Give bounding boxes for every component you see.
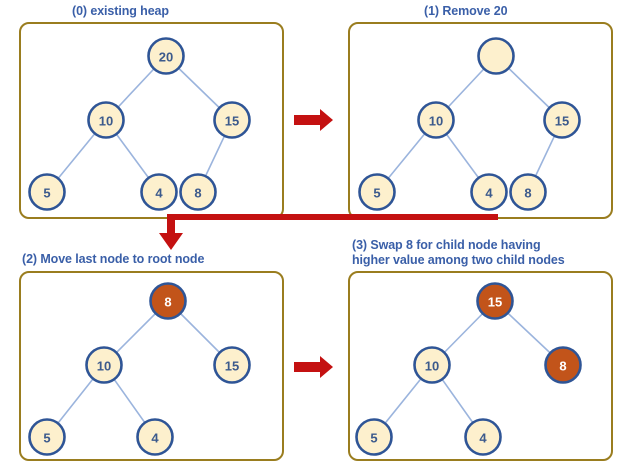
panel-0-node-20: 20 bbox=[147, 37, 185, 75]
panel-1-node-10: 10 bbox=[417, 101, 455, 139]
node-label: 5 bbox=[43, 186, 50, 201]
node-label: 10 bbox=[425, 359, 439, 374]
panel-3-node-4: 4 bbox=[464, 418, 502, 456]
node-label: 8 bbox=[194, 186, 201, 201]
node-label: 8 bbox=[164, 295, 171, 310]
panel-3-node-8: 8 bbox=[544, 346, 582, 384]
panel-2-node-8: 8 bbox=[149, 282, 187, 320]
arrow-step1-to-step2-elbow-icon bbox=[159, 214, 498, 250]
node-label: 4 bbox=[151, 431, 159, 446]
panel-0-node-4: 4 bbox=[140, 173, 178, 211]
panel-3-node-10: 10 bbox=[413, 346, 451, 384]
panel-1-node-4: 4 bbox=[470, 173, 508, 211]
panel-3-title: (3) Swap 8 for child node having higher … bbox=[352, 238, 565, 267]
arrow-step0-to-step1-icon bbox=[294, 109, 333, 131]
node-label: 4 bbox=[479, 431, 487, 446]
panel-2-node-5: 5 bbox=[28, 418, 66, 456]
panel-1-title: (1) Remove 20 bbox=[424, 4, 508, 18]
panel-1-node-15: 15 bbox=[543, 101, 581, 139]
node-label: 20 bbox=[159, 50, 173, 65]
node-label: 10 bbox=[97, 359, 111, 374]
panel-0-node-5: 5 bbox=[28, 173, 66, 211]
panel-2-node-4: 4 bbox=[136, 418, 174, 456]
arrow-step2-to-step3-icon bbox=[294, 356, 333, 378]
node-label: 15 bbox=[555, 114, 569, 129]
node-label: 8 bbox=[524, 186, 531, 201]
node-label: 5 bbox=[373, 186, 380, 201]
panel-1-node-5: 5 bbox=[358, 173, 396, 211]
panel-3-node-5: 5 bbox=[355, 418, 393, 456]
panel-2-node-10: 10 bbox=[85, 346, 123, 384]
node-label: 10 bbox=[429, 114, 443, 129]
panel-2-node-15: 15 bbox=[213, 346, 251, 384]
node-label: 4 bbox=[155, 186, 163, 201]
panel-0-node-8: 8 bbox=[179, 173, 217, 211]
node-label: 15 bbox=[225, 359, 239, 374]
panel-1-node-empty-root bbox=[477, 37, 515, 75]
panel-0-node-15: 15 bbox=[213, 101, 251, 139]
node-label: 10 bbox=[99, 114, 113, 129]
panel-1-node-8: 8 bbox=[509, 173, 547, 211]
node-label: 4 bbox=[485, 186, 493, 201]
node-label: 15 bbox=[225, 114, 239, 129]
panel-3-node-15: 15 bbox=[476, 282, 514, 320]
panel-2-title: (2) Move last node to root node bbox=[22, 252, 205, 266]
panel-0-title: (0) existing heap bbox=[72, 4, 169, 18]
panel-3-edges bbox=[373, 300, 564, 438]
node-label: 5 bbox=[43, 431, 50, 446]
node-label: 8 bbox=[559, 359, 566, 374]
node-label: 5 bbox=[370, 431, 377, 446]
panel-0-node-10: 10 bbox=[87, 101, 125, 139]
node-label: 15 bbox=[488, 295, 502, 310]
